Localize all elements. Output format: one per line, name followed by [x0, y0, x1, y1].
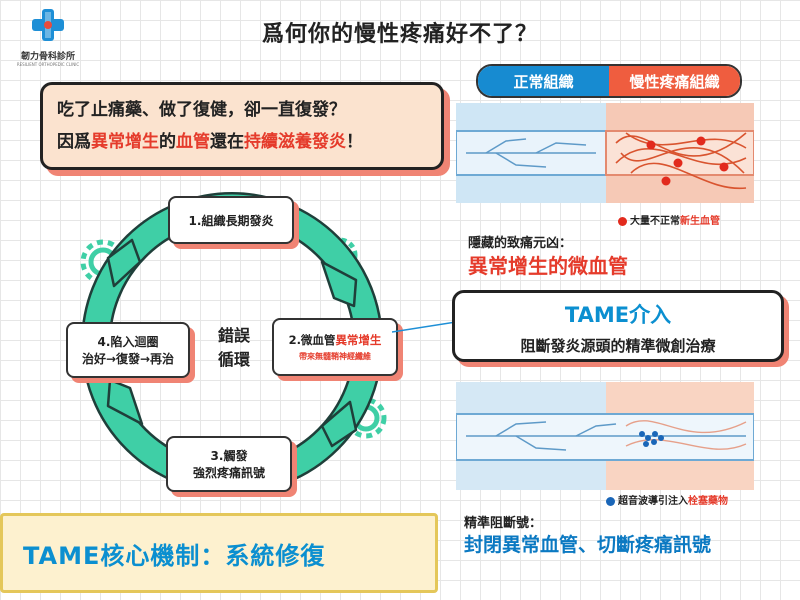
- tissue-toggle: 正常組織 慢性疼痛組織: [476, 64, 742, 98]
- embolization-illustration: [456, 382, 754, 490]
- callout-line2: 因爲異常增生的血管還在持續滋養發炎！: [57, 132, 363, 152]
- tissue-comparison-illustration: [456, 103, 754, 203]
- embolic-agent-annotation: 超音波導引注入栓塞藥物: [606, 492, 728, 507]
- chronic-tissue-label: 慢性疼痛組織: [609, 66, 740, 96]
- clinic-name: 韌力骨科診所: [20, 52, 75, 62]
- callout-line1: 吃了止痛藥、做了復健，卻一直復發？: [57, 100, 346, 120]
- precision-block-label: 精準阻斷號：: [464, 516, 543, 531]
- cycle-center-label: 錯誤循環: [217, 326, 250, 369]
- page-title: 爲何你的慢性疼痛好不了？: [261, 22, 538, 47]
- tame-subtitle: 阻斷發炎源頭的精準微創治療: [520, 337, 716, 355]
- clinic-logo: 韌力骨科診所 RESILIENT ORTHOPEDIC CLINIC: [8, 8, 88, 68]
- blue-dot-icon: [606, 496, 615, 506]
- normal-tissue-label: 正常組織: [478, 66, 609, 96]
- question-callout: 吃了止痛藥、做了復健，卻一直復發？ 因爲異常增生的血管還在持續滋養發炎！: [40, 82, 444, 170]
- cycle-step-4: 4.陷入迴圈治好→復發→再治: [66, 322, 190, 378]
- connector-line: [392, 321, 456, 333]
- cycle-step-2: 2.微血管異常增生 帶來無髓鞘神經纖維: [272, 318, 398, 376]
- cycle-step-1: 1.組織長期發炎: [168, 196, 294, 244]
- clinic-subtitle: RESILIENT ORTHOPEDIC CLINIC: [16, 62, 80, 67]
- red-dot-icon: [618, 216, 627, 226]
- hidden-culprit-value: 異常增生的微血管: [468, 254, 628, 278]
- tame-title: TAME介入: [564, 303, 672, 327]
- core-mechanism-banner: TAME核心機制：系統修復: [0, 513, 438, 593]
- tame-intervention-box: TAME介入 阻斷發炎源頭的精準微創治療: [452, 290, 784, 362]
- precision-block-value: 封閉異常血管、切斷疼痛訊號: [464, 534, 712, 556]
- medical-cross-icon: [32, 9, 64, 41]
- cycle-step-3: 3.觸發強烈疼痛訊號: [166, 436, 292, 492]
- abnormal-vessel-annotation: 大量不正常新生血管: [618, 212, 720, 227]
- hidden-culprit-label: 隱藏的致痛元凶：: [468, 236, 573, 251]
